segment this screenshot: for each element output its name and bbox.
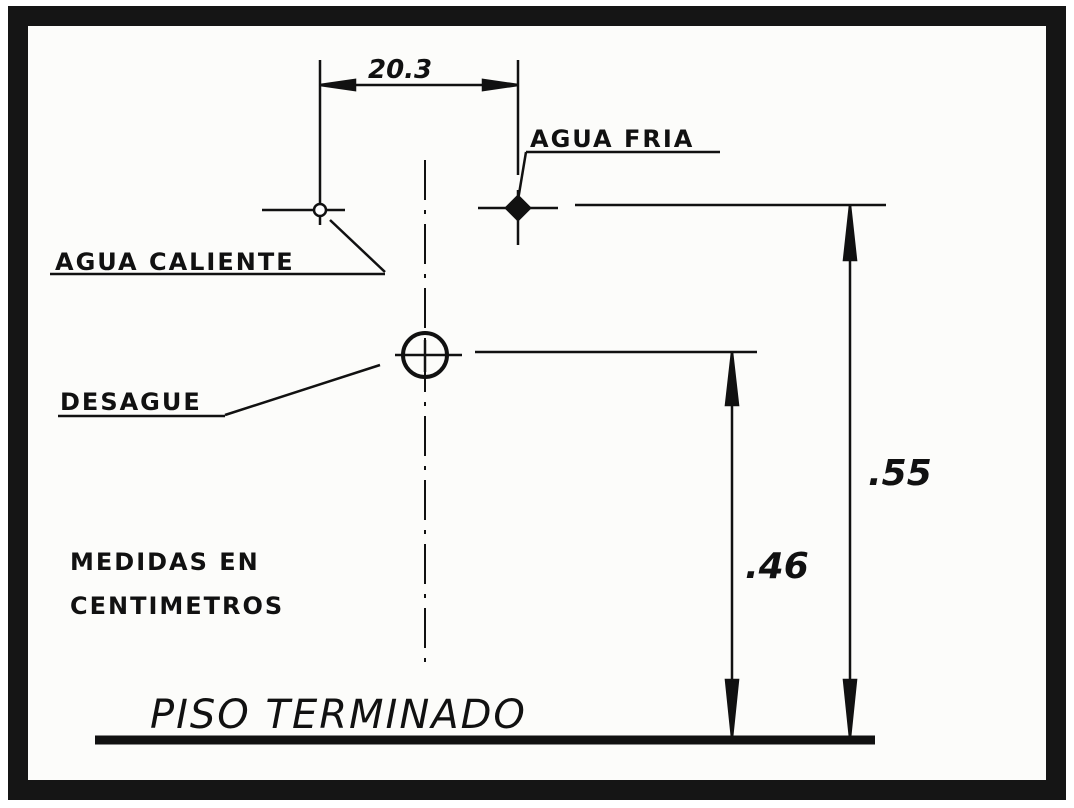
arrow-down-water xyxy=(842,678,858,739)
dimension-top-text: 20.3 xyxy=(368,55,432,85)
arrow-left xyxy=(319,78,357,92)
drawing-frame xyxy=(8,6,1066,800)
hot-water-symbol xyxy=(312,202,328,218)
units-note-line2: CENTIMETROS xyxy=(70,592,284,620)
cold-water-leader xyxy=(516,151,528,201)
hot-water-label: AGUA CALIENTE xyxy=(55,248,295,276)
hot-water-leader xyxy=(329,219,386,273)
cold-water-symbol xyxy=(504,194,532,222)
drain-label: DESAGUE xyxy=(60,388,202,416)
cold-water-label: AGUA FRIA xyxy=(530,125,694,153)
drain-leader xyxy=(224,363,381,417)
units-note-line1: MEDIDAS EN xyxy=(70,548,260,576)
arrow-up-water xyxy=(842,204,858,262)
drain-height-text: .46 xyxy=(745,546,809,587)
finished-floor-label: PISO TERMINADO xyxy=(150,692,527,738)
arrow-right xyxy=(481,78,519,92)
arrow-down-drain xyxy=(724,678,740,739)
arrow-up-drain xyxy=(724,351,740,407)
water-height-text: .55 xyxy=(868,453,932,494)
